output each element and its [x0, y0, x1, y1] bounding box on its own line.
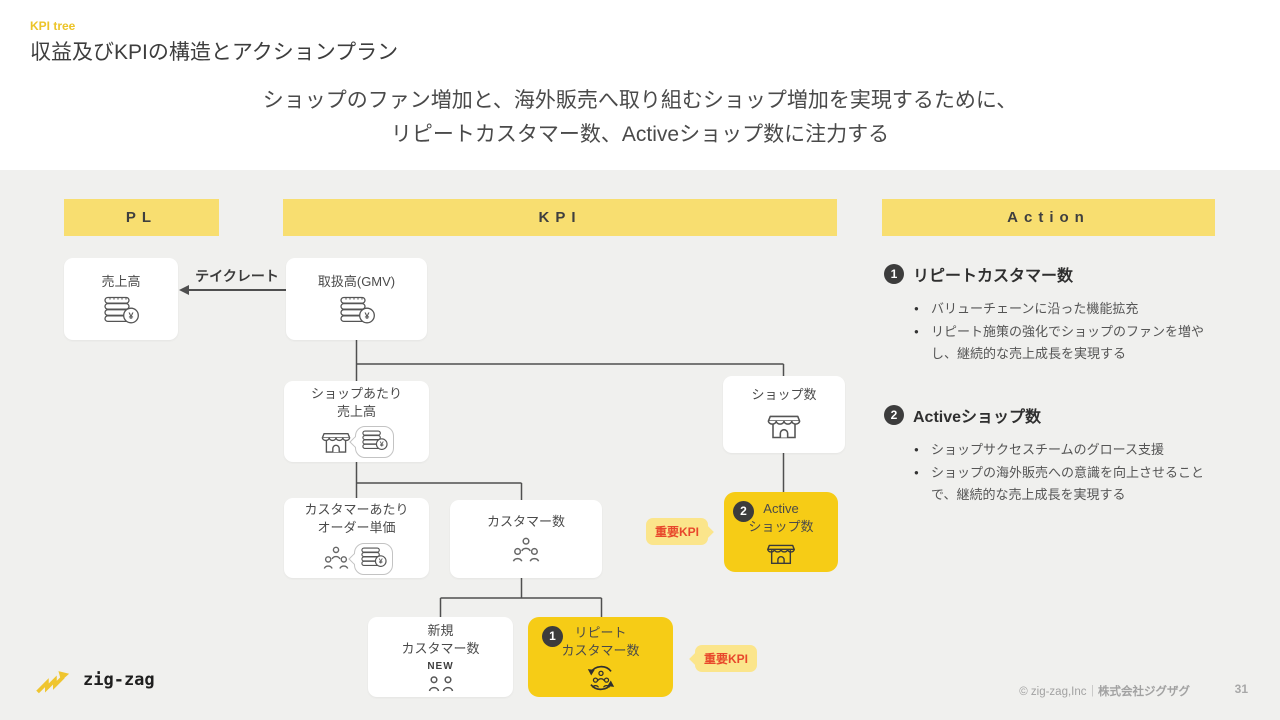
node-customer-count: カスタマー数 — [450, 500, 602, 578]
number-badge-1: 1 — [542, 626, 563, 647]
node-sales-label: 売上高 — [101, 273, 141, 289]
coins-icon: ¥ — [339, 296, 375, 324]
action-bullet: バリューチェーンに沿った機能拡充 — [914, 298, 1206, 320]
node-active-shops: 2 Active ショップ数 — [724, 492, 838, 572]
node-order-value-label: カスタマーあたり オーダー単価 — [304, 502, 409, 536]
copyright: © zig-zag,Inc｜株式会社ジグザグ — [1019, 686, 1190, 698]
node-repeat-customers: 1 リピート カスタマー数 — [528, 617, 673, 697]
column-header-pl: PL — [64, 199, 219, 236]
page-number: 31 — [1234, 682, 1248, 696]
number-badge-1: 1 — [884, 264, 904, 284]
column-header-kpi: KPI — [283, 199, 837, 236]
zigzag-logo-icon — [36, 671, 70, 694]
node-shop-count-label: ショップ数 — [751, 387, 817, 403]
coins-bubble: ¥ — [353, 542, 393, 575]
svg-text:¥: ¥ — [364, 311, 369, 321]
kpi-tree-label: KPI tree — [30, 19, 76, 33]
action-title: リピートカスタマー数 — [913, 268, 1074, 285]
node-sales-per-shop-label: ショップあたり 売上高 — [310, 385, 402, 419]
coins-icon: ¥ — [104, 296, 139, 324]
people-group-icon — [323, 546, 348, 569]
coins-icon: ¥ — [360, 547, 387, 567]
number-badge-2: 2 — [733, 501, 754, 522]
subtitle-line-2: リピートカスタマー数、Activeショップ数に注力する — [390, 123, 890, 146]
svg-text:¥: ¥ — [378, 556, 382, 565]
two-people-icon — [428, 676, 453, 692]
node-customer-count-label: カスタマー数 — [486, 514, 565, 530]
svg-text:¥: ¥ — [128, 311, 133, 321]
svg-text:¥: ¥ — [379, 440, 383, 449]
action-item-active-shops: 2 Activeショップ数 ショップサクセスチームのグロース支援 ショップの海外… — [884, 403, 1208, 507]
coins-bubble: ¥ — [354, 426, 394, 459]
important-kpi-tag: 重要KPI — [646, 518, 709, 545]
node-gmv: 取扱高(GMV) ¥ — [286, 258, 427, 340]
node-new-customers-label: 新規 カスタマー数 — [401, 622, 480, 656]
coins-icon: ¥ — [361, 430, 388, 451]
people-group-icon — [512, 537, 540, 562]
action-bullet: ショップの海外販売への意識を向上させることで、継続的な売上成長を実現する — [914, 462, 1206, 506]
node-gmv-label: 取扱高(GMV) — [317, 273, 396, 289]
node-repeat-customers-label: リピート カスタマー数 — [561, 625, 640, 658]
take-rate-label: テイクレート — [195, 268, 279, 284]
action-bullet: ショップサクセスチームのグロース支援 — [914, 439, 1206, 461]
company-logo: zig-zag — [33, 664, 155, 696]
subtitle: ショップのファン増加と、海外販売へ取り組むショップ増加を実現するために、 リピー… — [0, 84, 1280, 152]
node-sales: 売上高 ¥ — [64, 258, 178, 340]
action-item-repeat-customers: 1 リピートカスタマー数 バリューチェーンに沿った機能拡充 リピート施策の強化で… — [884, 262, 1208, 366]
action-bullet-list: ショップサクセスチームのグロース支援 ショップの海外販売への意識を向上させること… — [914, 439, 1206, 506]
page-title: 収益及びKPIの構造とアクションプラン — [30, 41, 399, 64]
node-shop-count: ショップ数 — [723, 376, 845, 453]
column-header-action: Action — [882, 199, 1215, 236]
new-badge: NEW — [427, 661, 454, 673]
action-bullet-list: バリューチェーンに沿った機能拡充 リピート施策の強化でショップのファンを増やし、… — [914, 298, 1206, 365]
node-active-shops-label: Active ショップ数 — [748, 501, 814, 534]
shop-icon — [767, 415, 801, 438]
shop-icon — [767, 544, 795, 565]
repeat-customers-icon — [587, 665, 614, 691]
important-kpi-tag: 重要KPI — [695, 645, 758, 672]
action-title: Activeショップ数 — [913, 409, 1042, 426]
logo-text: zig-zag — [83, 670, 155, 690]
node-order-value-per-customer: カスタマーあたり オーダー単価 — [284, 498, 429, 578]
node-sales-per-shop: ショップあたり 売上高 ¥ — [284, 381, 429, 462]
subtitle-line-1: ショップのファン増加と、海外販売へ取り組むショップ増加を実現するために、 — [262, 89, 1018, 112]
node-new-customers: 新規 カスタマー数 NEW — [368, 617, 513, 697]
shop-icon — [321, 432, 350, 453]
number-badge-2: 2 — [884, 405, 904, 425]
action-bullet: リピート施策の強化でショップのファンを増やし、継続的な売上成長を実現する — [914, 321, 1206, 365]
